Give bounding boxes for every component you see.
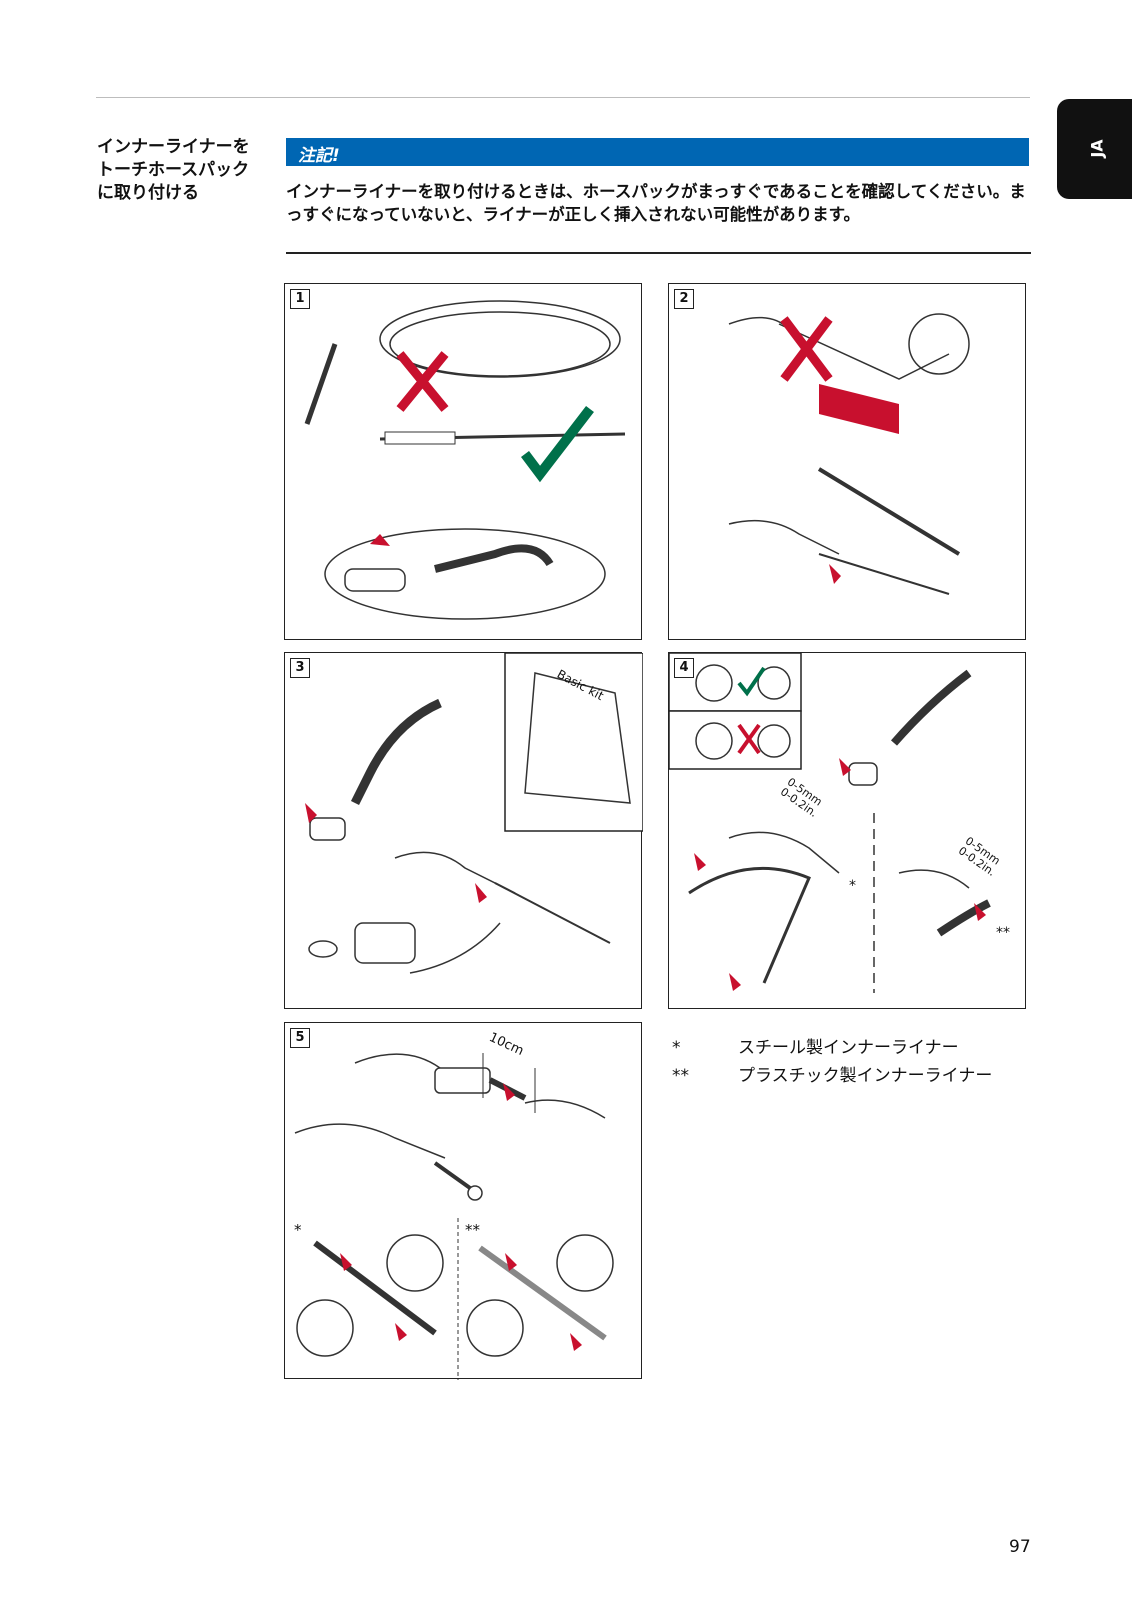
figure-panel-2: 2 [668, 283, 1026, 640]
figure-panel-3: Basic kit 3 [284, 652, 643, 1009]
language-tab: JA [1057, 99, 1132, 199]
illustration-hose-straight [304, 300, 626, 620]
panel-number: 5 [290, 1028, 310, 1048]
figure-panel-1: 1 [284, 283, 642, 640]
illustration-remove-liner [728, 313, 970, 595]
panel-number: 4 [674, 658, 694, 678]
plastic-liner-mark: ** [996, 925, 1010, 941]
figure-panel-5: 10cm * ** 5 [284, 1022, 642, 1380]
illustration-remove-nozzle [305, 653, 643, 974]
legend-item-steel: * スチール製インナーライナー [672, 1033, 959, 1058]
illustration-cut-liner [669, 653, 991, 993]
panel-number: 1 [290, 289, 310, 309]
page-number: 97 [1009, 1537, 1031, 1557]
language-tab-label: JA [1087, 139, 1107, 158]
illustration-insert-liner [294, 1053, 614, 1380]
note-header: 注記! [286, 138, 1029, 166]
plastic-liner-mark: ** [465, 1221, 480, 1239]
note-text: インナーライナーを取り付けるときは、ホースパックがまっすぐであることを確認してく… [286, 182, 1026, 224]
steel-liner-mark: * [294, 1221, 302, 1239]
legend-mark: * [672, 1038, 681, 1058]
legend-mark: ** [672, 1066, 689, 1086]
panel-number: 2 [674, 289, 694, 309]
legend-item-plastic: ** プラスチック製インナーライナー [672, 1061, 992, 1086]
note-rule [286, 252, 1031, 254]
steel-liner-mark: * [849, 878, 856, 894]
section-title: インナーライナーをトーチホースパックに取り付ける [97, 137, 250, 203]
note-label: 注記! [298, 146, 340, 166]
legend-text: スチール製インナーライナー [738, 1038, 959, 1058]
figure-panel-4: 0-5mm 0-0.2in. 0-5mm 0-0.2in. * ** 4 [668, 652, 1026, 1009]
legend-text: プラスチック製インナーライナー [738, 1066, 993, 1086]
panel-number: 3 [290, 658, 310, 678]
top-rule [96, 97, 1030, 98]
